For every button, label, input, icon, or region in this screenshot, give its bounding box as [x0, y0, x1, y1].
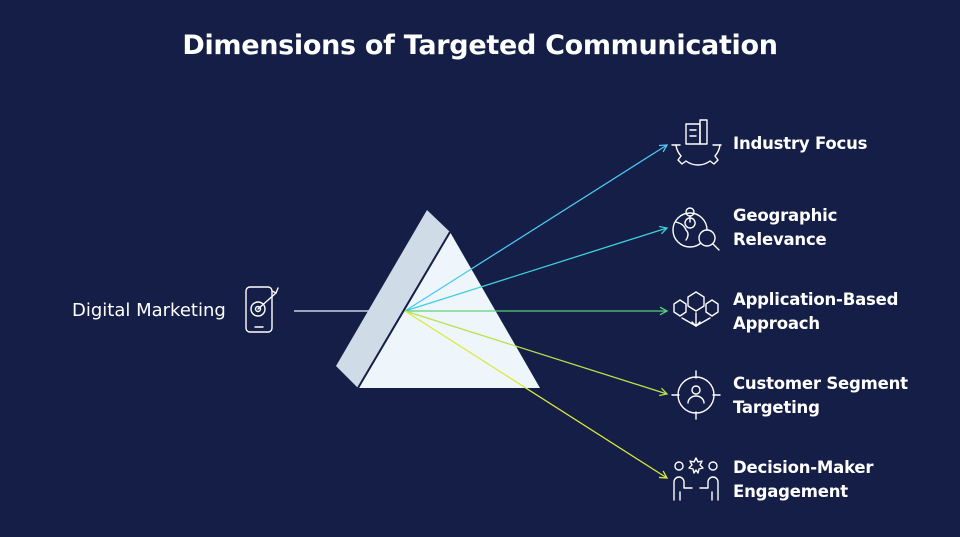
output-beam-2 — [404, 227, 668, 312]
people-meeting-icon — [673, 457, 719, 501]
output-label-geographic-relevance: Geographic Relevance — [733, 206, 838, 249]
output-label-decision-maker: Decision-Maker Engagement — [733, 458, 874, 501]
user-crosshair-icon — [671, 370, 721, 420]
input-label: Digital Marketing — [72, 300, 226, 321]
page-title: Dimensions of Targeted Communication — [182, 30, 778, 61]
output-beams — [404, 144, 669, 479]
output-arrowhead-4 — [659, 387, 669, 397]
output-label-application-based: Application-Based Approach — [733, 290, 899, 333]
globe-search-icon — [672, 207, 720, 251]
hexagon-network-icon — [673, 291, 719, 327]
output-beam-1 — [404, 144, 668, 312]
phone-target-icon — [245, 286, 279, 333]
prism — [336, 210, 540, 389]
output-arrowhead-1 — [658, 144, 669, 153]
output-beam-5 — [404, 310, 668, 479]
output-beam-4 — [404, 310, 668, 395]
output-arrowhead-5 — [658, 470, 669, 479]
factory-gear-icon — [671, 119, 722, 166]
output-label-industry-focus: Industry Focus — [733, 134, 868, 153]
output-arrowhead-3 — [659, 306, 669, 316]
output-arrowhead-2 — [659, 225, 669, 235]
output-label-customer-segment: Customer Segment Targeting — [733, 374, 908, 417]
